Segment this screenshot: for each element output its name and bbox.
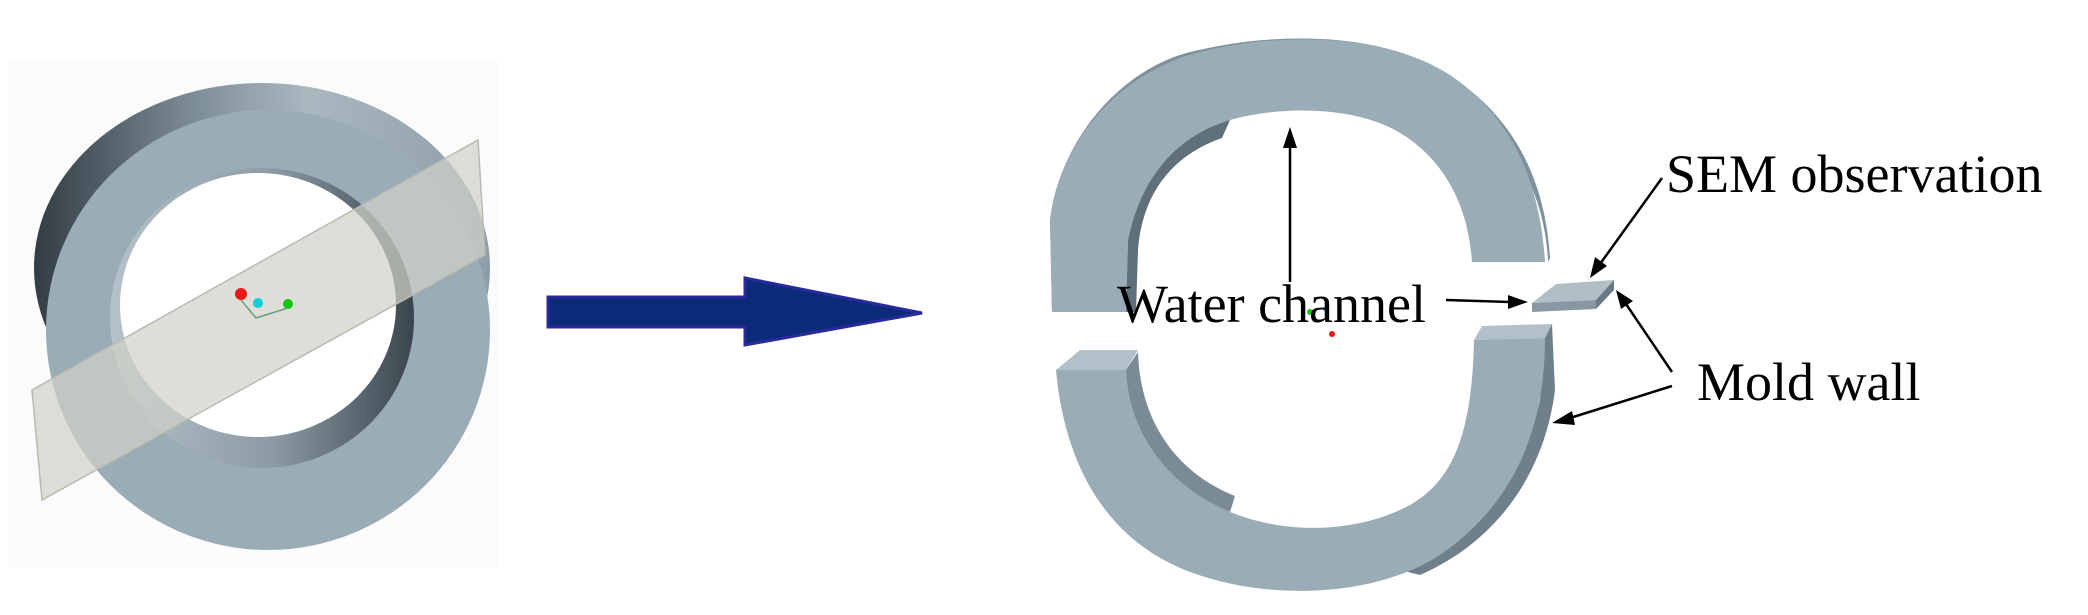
- section-plane: [31, 138, 486, 502]
- water-channel-right-leader: [1445, 298, 1511, 304]
- origin-marker-green: [283, 299, 293, 309]
- origin-marker-red: [235, 288, 247, 300]
- sem-observation-label: SEM observation: [1666, 144, 2042, 204]
- transition-arrow: [546, 276, 923, 347]
- upper-half-inner-edge: [1126, 120, 1230, 312]
- full-mold-model: [8, 62, 498, 567]
- origin-marker-cyan-2: [1323, 306, 1329, 312]
- mold-wall-arrowhead-upper: [1616, 290, 1633, 309]
- mold-wall-leader-lower: [1569, 384, 1673, 420]
- sem-leader: [1598, 177, 1664, 265]
- axis-lines: [240, 299, 289, 319]
- mold-wall-label: Mold wall: [1697, 352, 1921, 412]
- sem-sample-side: [1596, 280, 1614, 309]
- sem-sample-top: [1532, 280, 1614, 303]
- water-channel-label: Water channel: [1117, 274, 1426, 334]
- water-channel-up-arrowhead: [1283, 127, 1297, 148]
- origin-marker-green-2: [1307, 309, 1313, 315]
- annotation-arrows: [1283, 127, 1674, 425]
- water-channel-right-arrowhead: [1508, 295, 1528, 309]
- sem-sample-front: [1532, 300, 1596, 312]
- arrow-shape: [546, 276, 923, 347]
- upper-half-face: [1050, 39, 1545, 312]
- lower-half-cap-right: [1474, 324, 1552, 340]
- origin-marker-cyan: [253, 298, 263, 308]
- lower-half-inner-edge: [1126, 352, 1235, 512]
- sectioned-mold-model: [1050, 38, 1614, 591]
- origin-marker-red-2: [1329, 331, 1335, 337]
- sem-arrowhead: [1590, 257, 1607, 278]
- lower-half-face: [1056, 338, 1545, 591]
- mold-wall-arrowhead-lower: [1552, 411, 1575, 425]
- lower-half-cap-left: [1056, 350, 1138, 370]
- mold-wall-leader-upper: [1624, 303, 1674, 373]
